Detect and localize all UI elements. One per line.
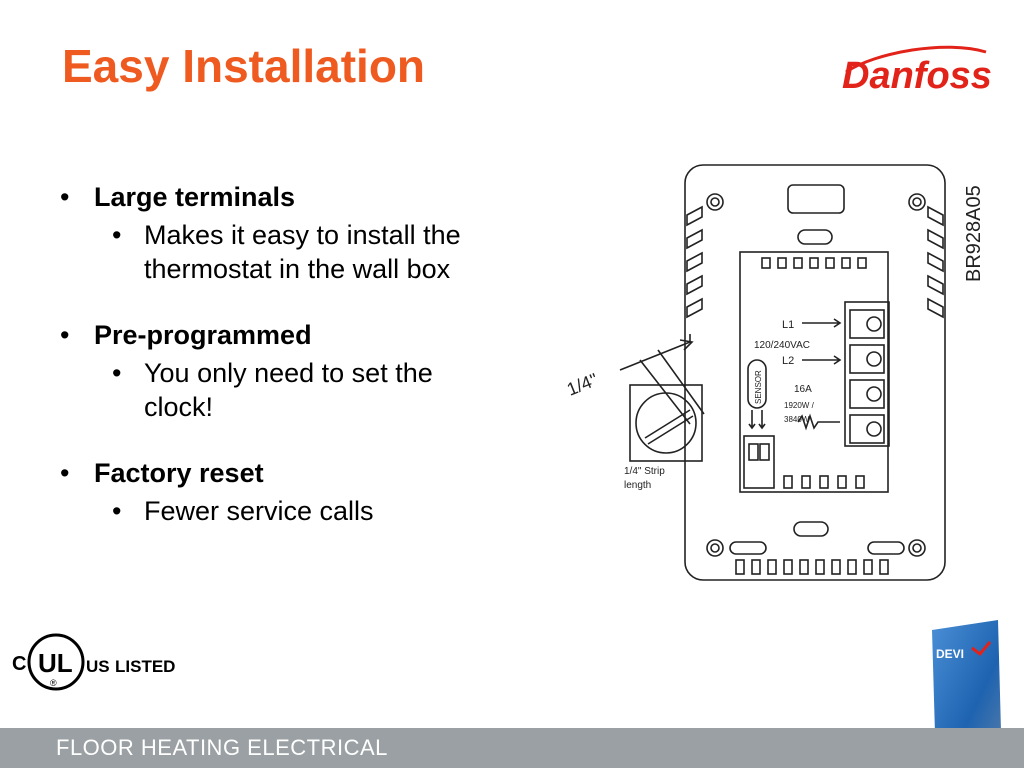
large-terminals [844,301,890,447]
strip-label-line2: length [624,480,651,491]
bullet-item: •Factory reset [60,458,264,488]
footer-bar: FLOOR HEATING ELECTRICAL [0,728,1024,768]
bottom-pins [783,475,865,489]
ul-registered: ® [50,678,57,688]
thermostat-wiring-diagram: BR928A05 1/4" 1/4" Strip length L1 120/2… [564,164,985,581]
bullet-label: Pre-programmed [94,320,312,350]
ul-listed-mark: C UL ® US LISTED [12,633,175,691]
danfoss-logo: Danfoss [842,45,992,97]
diagram-code-label: BR928A05 [963,185,985,282]
screw-holes [706,193,926,557]
sub-bullet-line: You only need to set the [144,358,433,388]
bullet-group-pre-programmed: •Pre-programmed •You only need to set th… [60,318,540,424]
watts-line2: 3840W [784,415,810,424]
vent-left [686,205,703,319]
bullet-group-factory-reset: •Factory reset •Fewer service calls [60,456,540,528]
danfoss-logo-text: Danfoss [842,55,992,97]
strip-gauge [629,384,703,462]
sub-bullet-line: Makes it easy to install the [144,220,461,250]
footer-text: FLOOR HEATING ELECTRICAL [56,735,388,760]
sensor-label: SENSOR [754,370,763,404]
voltage-label: 120/240VAC [754,340,810,351]
base-pins [735,559,889,575]
amps-label: 16A [794,384,812,395]
back-plate [684,164,946,581]
terminal-block [739,251,889,493]
sub-bullet-item: •Fewer service calls [112,496,374,526]
l1-label: L1 [782,319,794,331]
ul-us-letters: US [86,657,110,676]
vent-right [927,205,944,319]
slide-title: Easy Installation [62,40,426,92]
ul-letters: UL [38,648,73,678]
bullet-group-large-terminals: •Large terminals •Makes it easy to insta… [60,180,540,286]
bullet-label: Large terminals [94,182,296,212]
sub-bullet-line: clock! [144,392,214,422]
ul-c-letter: C [12,653,26,675]
watts-line1: 1920W / [784,401,815,410]
devi-logo-text: DEVI [936,647,964,661]
top-pins [761,257,867,269]
sub-bullet-line: Fewer service calls [144,496,374,526]
sub-bullet-line: thermostat in the wall box [144,254,451,284]
bullet-item: •Pre-programmed [60,320,312,350]
l2-label: L2 [782,355,794,367]
ul-listed-text: LISTED [115,657,175,676]
dimension-label: 1/4" [564,369,601,399]
bullet-list: •Large terminals •Makes it easy to insta… [60,180,540,560]
bullet-item: •Large terminals [60,182,296,212]
bullet-label: Factory reset [94,458,264,488]
strip-label-line1: 1/4" Strip [624,466,665,477]
